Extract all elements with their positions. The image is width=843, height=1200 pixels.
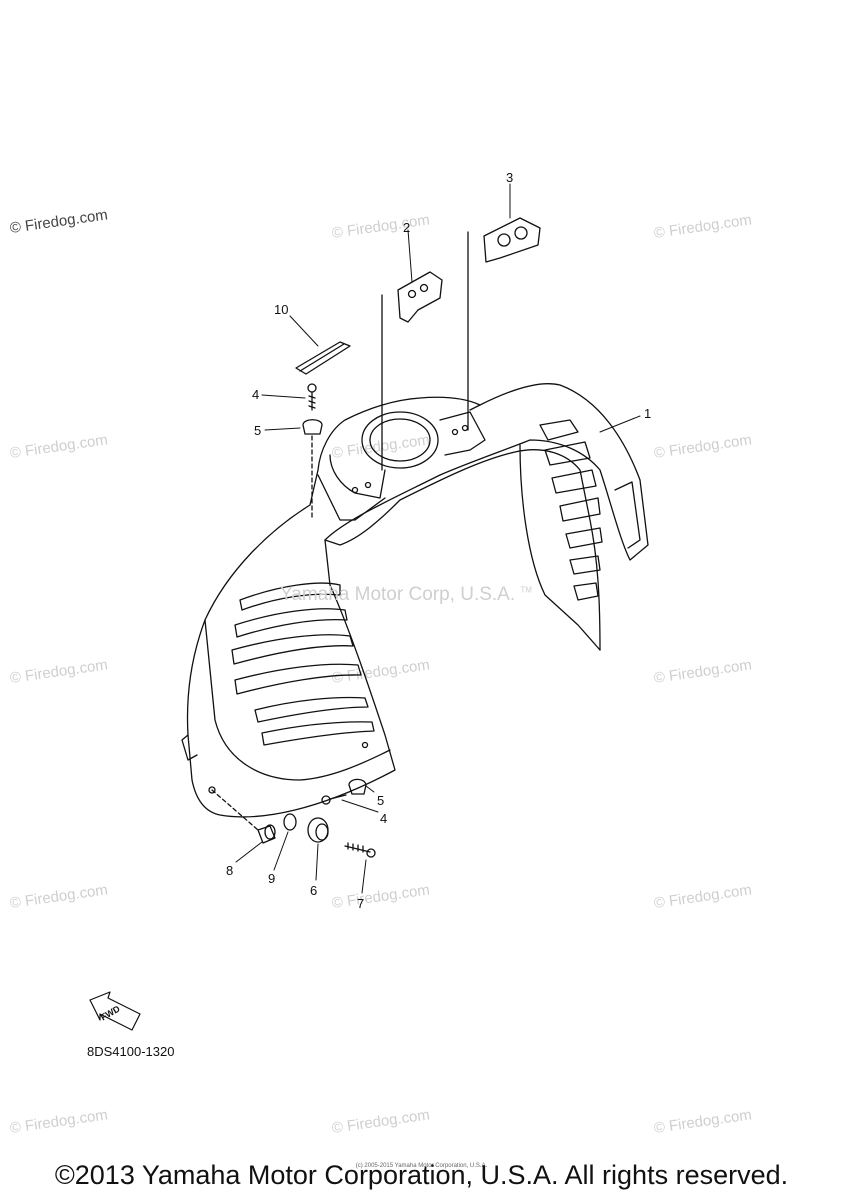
- callout-4-top: 4: [252, 387, 260, 402]
- left-louvers: [231, 582, 375, 746]
- center-watermark: Yamaha Motor Corp, U.S.A. TM: [280, 584, 532, 606]
- right-louvers: [539, 419, 603, 601]
- callout-7: 7: [357, 896, 365, 911]
- bracket-part-3: [483, 217, 541, 263]
- leader-lines: [235, 183, 641, 894]
- callout-5-top: 5: [254, 423, 262, 438]
- part-code: 8DS4100-1320: [87, 1044, 175, 1059]
- nut-part-5-top: [302, 419, 323, 435]
- callout-10: 10: [274, 302, 289, 317]
- center-watermark-tm: TM: [520, 585, 532, 595]
- callout-4-bottom: 4: [380, 811, 388, 826]
- center-watermark-text: Yamaha Motor Corp, U.S.A.: [280, 584, 516, 605]
- nut-part-5-bottom: [348, 778, 367, 795]
- strip-part-10: [295, 341, 351, 375]
- washer-part-9: [283, 813, 297, 831]
- callout-1: 1: [644, 406, 652, 421]
- callout-9: 9: [268, 871, 276, 886]
- screw-part-7: [344, 842, 376, 858]
- footer-copyright: ©2013 Yamaha Motor Corporation, U.S.A. A…: [54, 1160, 789, 1190]
- callout-2: 2: [403, 220, 411, 235]
- fender-body: [181, 383, 649, 818]
- callout-8: 8: [226, 863, 234, 878]
- fwd-arrow: [89, 991, 141, 1031]
- callout-5-bottom: 5: [377, 793, 385, 808]
- collar-part-8: [257, 825, 276, 844]
- tiny-copyright-note: (c) 2005-2015 Yamaha Motor Corporation, …: [355, 1163, 488, 1169]
- bolt-part-4-top: [307, 383, 317, 411]
- bolt-part-4-bottom: [321, 794, 347, 805]
- bracket-part-2: [397, 271, 443, 323]
- callout-3: 3: [506, 170, 514, 185]
- callout-6: 6: [310, 883, 318, 898]
